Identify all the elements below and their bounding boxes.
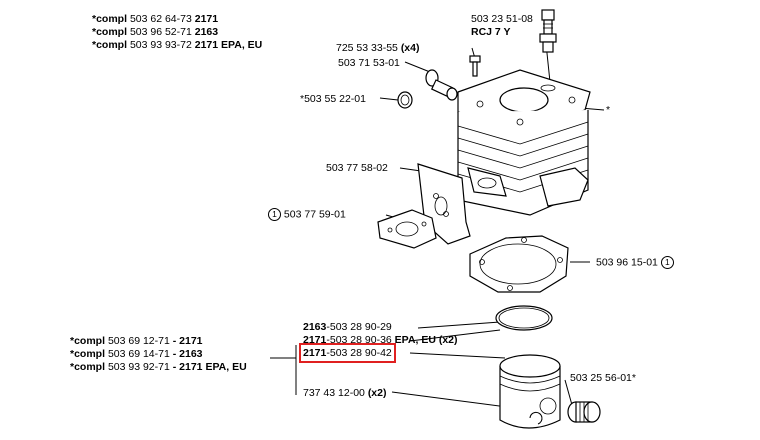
cylinder-kit-2163: *compl 503 96 52-71 2163 — [92, 26, 219, 38]
leader-lines — [270, 33, 605, 409]
ring-2171-highlighted-label[interactable]: 2171-503 28 90-42 — [299, 343, 396, 363]
circlip-drawing — [529, 411, 543, 425]
needle-bearing-label: 503 25 56-01* — [570, 372, 636, 384]
cylinder-kit-epa: *compl 503 93 93-72 2171 EPA, EU — [92, 39, 263, 51]
intake-gasket-label: 1 503 77 59-01 — [268, 208, 346, 221]
cylinder-drawing — [457, 69, 591, 216]
ref-circle: 1 — [268, 208, 281, 221]
spark-plug-number: 503 23 51-08 — [471, 13, 533, 25]
piston-drawing — [499, 354, 561, 429]
cylinder-kit-2171: *compl 503 62 64-73 2171 — [92, 13, 219, 25]
heat-shield-label: 503 77 58-02 — [326, 162, 388, 174]
spark-plug-drawing — [539, 9, 557, 53]
piston-kit-epa: *compl 503 93 92-71 - 2171 EPA, EU — [70, 361, 247, 373]
circlip-label: 737 43 12-00 (x2) — [303, 387, 387, 399]
ring-2163-label: 2163-503 28 90-29 — [303, 321, 392, 333]
ref-circle: 1 — [660, 256, 674, 269]
ring-2171-epa-label: 2171-503 28 90-36 EPA, EU (x2) — [303, 334, 458, 346]
screw-label: 725 53 33-55 (x4) — [336, 42, 420, 54]
intake-gasket-drawing — [377, 209, 437, 249]
screw-drawing — [469, 55, 481, 77]
piston-kit-2163: *compl 503 69 14-71 - 2163 — [70, 348, 203, 360]
plug-drawing — [397, 91, 413, 109]
needle-bearing-drawing — [567, 401, 601, 423]
base-gasket-drawing — [469, 235, 569, 293]
plug-label: *503 55 22-01 — [300, 93, 366, 105]
base-gasket-label: 503 96 15-01 1 — [596, 256, 674, 269]
piston-ring-drawing — [495, 305, 553, 331]
decomp-valve-drawing — [425, 69, 458, 101]
spark-plug-type: RCJ 7 Y — [471, 26, 511, 38]
decomp-valve-label: 503 71 53-01 — [338, 57, 400, 69]
cylinder-label: * — [606, 104, 611, 116]
piston-kit-2171: *compl 503 69 12-71 - 2171 — [70, 335, 203, 347]
